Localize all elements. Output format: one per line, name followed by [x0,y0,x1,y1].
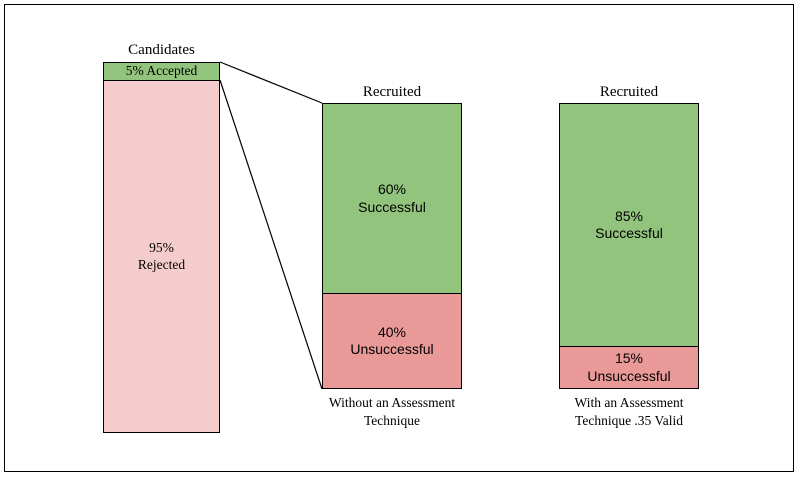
connector-line-top [219,61,323,104]
with-unsuccessful-percent: 15% [614,350,644,366]
without-caption-line2: Technique [363,412,421,428]
without-unsuccessful-segment: 40% Unsuccessful [322,293,462,389]
with-unsuccessful-segment: 15% Unsuccessful [559,346,699,389]
candidates-title: Candidates [128,42,195,58]
without-caption-line1: Without an Assessment [328,395,456,410]
with-title: Recruited [599,84,659,100]
without-title: Recruited [362,84,422,100]
rejected-percent: 95% [149,239,174,255]
with-successful-segment: 85% Successful [559,103,699,347]
with-unsuccessful-label: Unsuccessful [587,367,671,384]
without-successful-segment: 60% Successful [322,103,462,294]
rejected-segment: 95% Rejected [103,80,220,433]
connector-line-bottom [219,79,323,390]
rejected-label: Rejected [137,256,186,272]
with-successful-label: Successful [595,225,663,241]
without-unsuccessful-label: Unsuccessful [350,341,434,357]
without-successful-percent: 60% [377,181,407,197]
accepted-label: 5% Accepted [125,63,198,79]
without-successful-label: Successful [358,198,426,215]
with-caption-line1: With an Assessment [574,395,684,410]
without-caption: Without an Assessment Technique [312,394,472,429]
without-unsuccessful-percent: 40% [377,323,407,340]
with-caption-line2: Technique .35 Valid [575,412,683,428]
with-successful-percent: 85% [614,207,644,224]
with-caption: With an Assessment Technique .35 Valid [549,394,709,429]
